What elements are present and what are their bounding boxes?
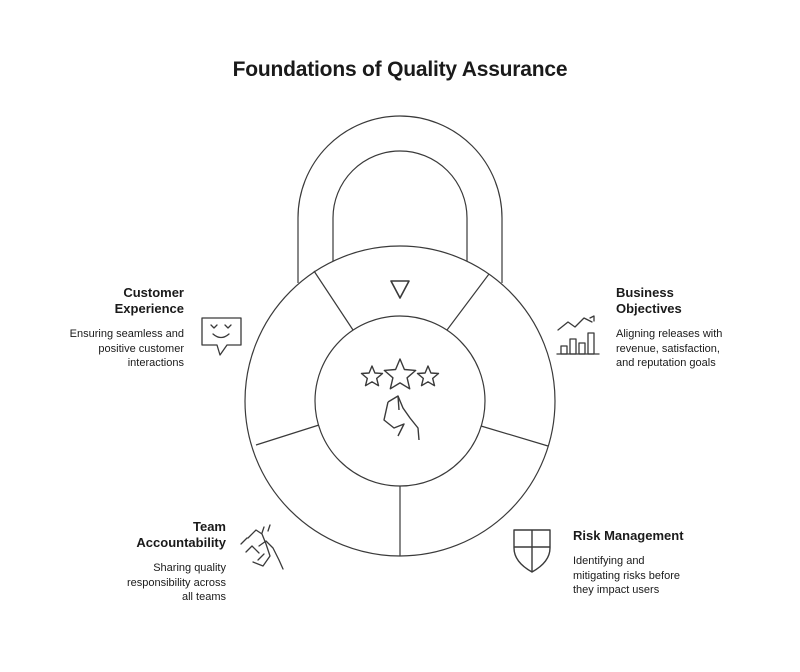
description-line: interactions bbox=[127, 357, 184, 369]
business-objectives-block: Business Objectives Aligning releases wi… bbox=[616, 285, 776, 371]
customer-experience-heading: Customer Experience bbox=[30, 285, 184, 317]
business-objectives-heading: Business Objectives bbox=[616, 285, 776, 317]
description-line: revenue, satisfaction, bbox=[616, 342, 720, 355]
heading-line: Risk Management bbox=[573, 528, 684, 543]
segment-divider bbox=[255, 424, 320, 446]
padlock-shackle bbox=[297, 115, 503, 283]
team-accountability-heading: Team Accountability bbox=[76, 519, 226, 551]
segment-divider bbox=[446, 273, 490, 331]
segment-divider bbox=[480, 425, 549, 447]
description-line: Sharing quality bbox=[153, 562, 226, 574]
team-accountability-block: Team Accountability Sharing quality resp… bbox=[76, 519, 226, 605]
padlock-shackle-inner bbox=[332, 150, 468, 262]
business-objectives-description: Aligning releases with revenue, satisfac… bbox=[616, 327, 776, 371]
heading-line: Customer bbox=[123, 285, 184, 300]
description-line: responsibility across bbox=[126, 576, 226, 589]
description-line: positive customer bbox=[98, 342, 184, 355]
stars-and-hand-icon bbox=[360, 358, 440, 441]
heading-line: Team bbox=[193, 519, 226, 534]
description-line: mitigating risks before bbox=[573, 569, 680, 582]
shield-icon bbox=[513, 529, 551, 573]
risk-management-description: Identifying and mitigating risks before … bbox=[573, 554, 753, 598]
description-line: Identifying and bbox=[573, 555, 645, 567]
description-line: Ensuring seamless and bbox=[69, 328, 184, 340]
customer-experience-description: Ensuring seamless and positive customer … bbox=[30, 327, 184, 371]
heading-line: Objectives bbox=[616, 301, 682, 316]
description-line: they impact users bbox=[573, 584, 660, 596]
smiley-chat-icon bbox=[201, 317, 242, 356]
heading-line: Business bbox=[616, 285, 674, 300]
growth-chart-icon bbox=[556, 315, 600, 355]
risk-management-block: Risk Management Identifying and mitigati… bbox=[573, 528, 753, 598]
handshake-icon bbox=[240, 524, 284, 570]
description-line: Aligning releases with bbox=[616, 328, 723, 340]
segment-divider bbox=[313, 270, 354, 331]
customer-experience-block: Customer Experience Ensuring seamless an… bbox=[30, 285, 184, 371]
description-line: all teams bbox=[181, 591, 226, 603]
page-title: Foundations of Quality Assurance bbox=[232, 58, 568, 81]
description-line: and reputation goals bbox=[616, 357, 716, 369]
triangle-down-icon bbox=[390, 280, 410, 299]
team-accountability-description: Sharing quality responsibility across al… bbox=[76, 561, 226, 605]
heading-line: Experience bbox=[114, 301, 184, 316]
heading-line: Accountability bbox=[136, 535, 226, 550]
risk-management-heading: Risk Management bbox=[573, 528, 753, 544]
